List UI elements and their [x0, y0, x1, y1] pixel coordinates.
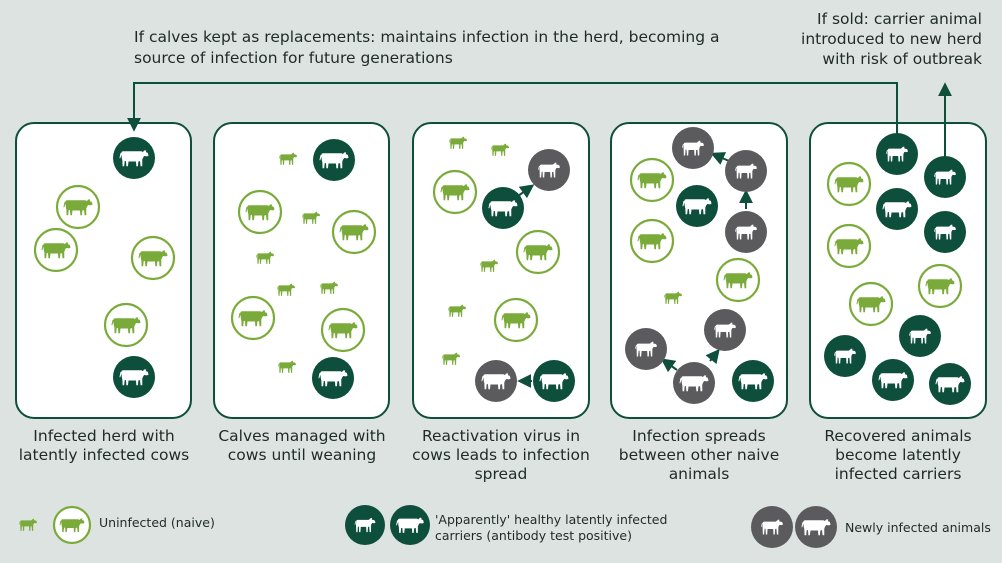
legend-newly-infected-label: Newly infected animals — [845, 520, 991, 535]
legend-calf-carrier-icon — [345, 505, 385, 545]
animal-6 — [113, 356, 155, 398]
replacement-loop-arrow — [127, 82, 898, 140]
legend-cow-carrier-icon — [390, 505, 430, 545]
animal-35 — [725, 211, 767, 253]
animal-42 — [732, 360, 774, 402]
animal-8 — [313, 139, 355, 181]
legend-layer — [19, 505, 837, 548]
animal-31 — [672, 127, 714, 169]
animal-15 — [230, 295, 276, 341]
animal-29 — [475, 360, 517, 402]
animal-37 — [715, 257, 761, 303]
animal-23 — [482, 187, 524, 229]
transmission-arrows — [517, 152, 753, 388]
animal-4 — [130, 235, 176, 281]
animal-30 — [533, 360, 575, 402]
panel-3-caption: Reactivation virus in cows leads to infe… — [412, 427, 590, 483]
animal-54 — [929, 363, 971, 405]
animal-9 — [237, 189, 283, 235]
sold-note: If sold: carrier animal introduced to ne… — [801, 10, 982, 68]
replacement-note: If calves kept as replacements: maintain… — [134, 28, 720, 67]
panel-2-frame — [213, 122, 390, 419]
animal-3 — [33, 227, 79, 273]
animal-51 — [899, 315, 941, 357]
panel-4-caption: Infection spreads between other naive an… — [618, 427, 780, 483]
animal-11 — [331, 209, 377, 255]
panel-5-caption: Recovered animals become latently infect… — [824, 427, 972, 483]
animal-22 — [432, 169, 478, 215]
animal-50 — [848, 281, 894, 327]
animal-layer — [33, 127, 971, 405]
animal-48 — [826, 223, 872, 269]
animal-39 — [704, 309, 746, 351]
animal-53 — [872, 359, 914, 401]
animal-21 — [528, 149, 570, 191]
animal-27 — [493, 297, 539, 343]
animal-16 — [320, 307, 366, 353]
animal-18 — [312, 357, 354, 399]
animal-1 — [113, 137, 155, 179]
legend-carriers-label: 'Apparently' healthy latently infected c… — [435, 512, 668, 543]
animal-33 — [629, 157, 675, 203]
animal-52 — [824, 335, 866, 377]
panel-1-caption: Infected herd with latently infected cow… — [18, 427, 190, 464]
animal-46 — [876, 188, 918, 230]
animal-32 — [725, 150, 767, 192]
animal-44 — [924, 156, 966, 198]
animal-5 — [103, 302, 149, 348]
legend-calf-uninfected-icon — [19, 518, 38, 531]
animal-41 — [673, 362, 715, 404]
animal-49 — [917, 263, 963, 309]
animal-40 — [625, 328, 667, 370]
panel-2-caption: Calves managed with cows until weaning — [218, 427, 386, 464]
animal-34 — [676, 185, 718, 227]
legend-uninfected-label: Uninfected (naive) — [99, 515, 215, 530]
animal-2 — [55, 184, 101, 230]
legend-calf-newly-infected-icon — [751, 506, 793, 548]
animal-24 — [515, 229, 561, 275]
legend-cow-newly-infected-icon — [795, 506, 837, 548]
animal-45 — [826, 161, 872, 207]
animal-36 — [629, 218, 675, 264]
legend-cow-uninfected-icon — [52, 505, 92, 545]
animal-43 — [876, 133, 918, 175]
animal-47 — [924, 211, 966, 253]
